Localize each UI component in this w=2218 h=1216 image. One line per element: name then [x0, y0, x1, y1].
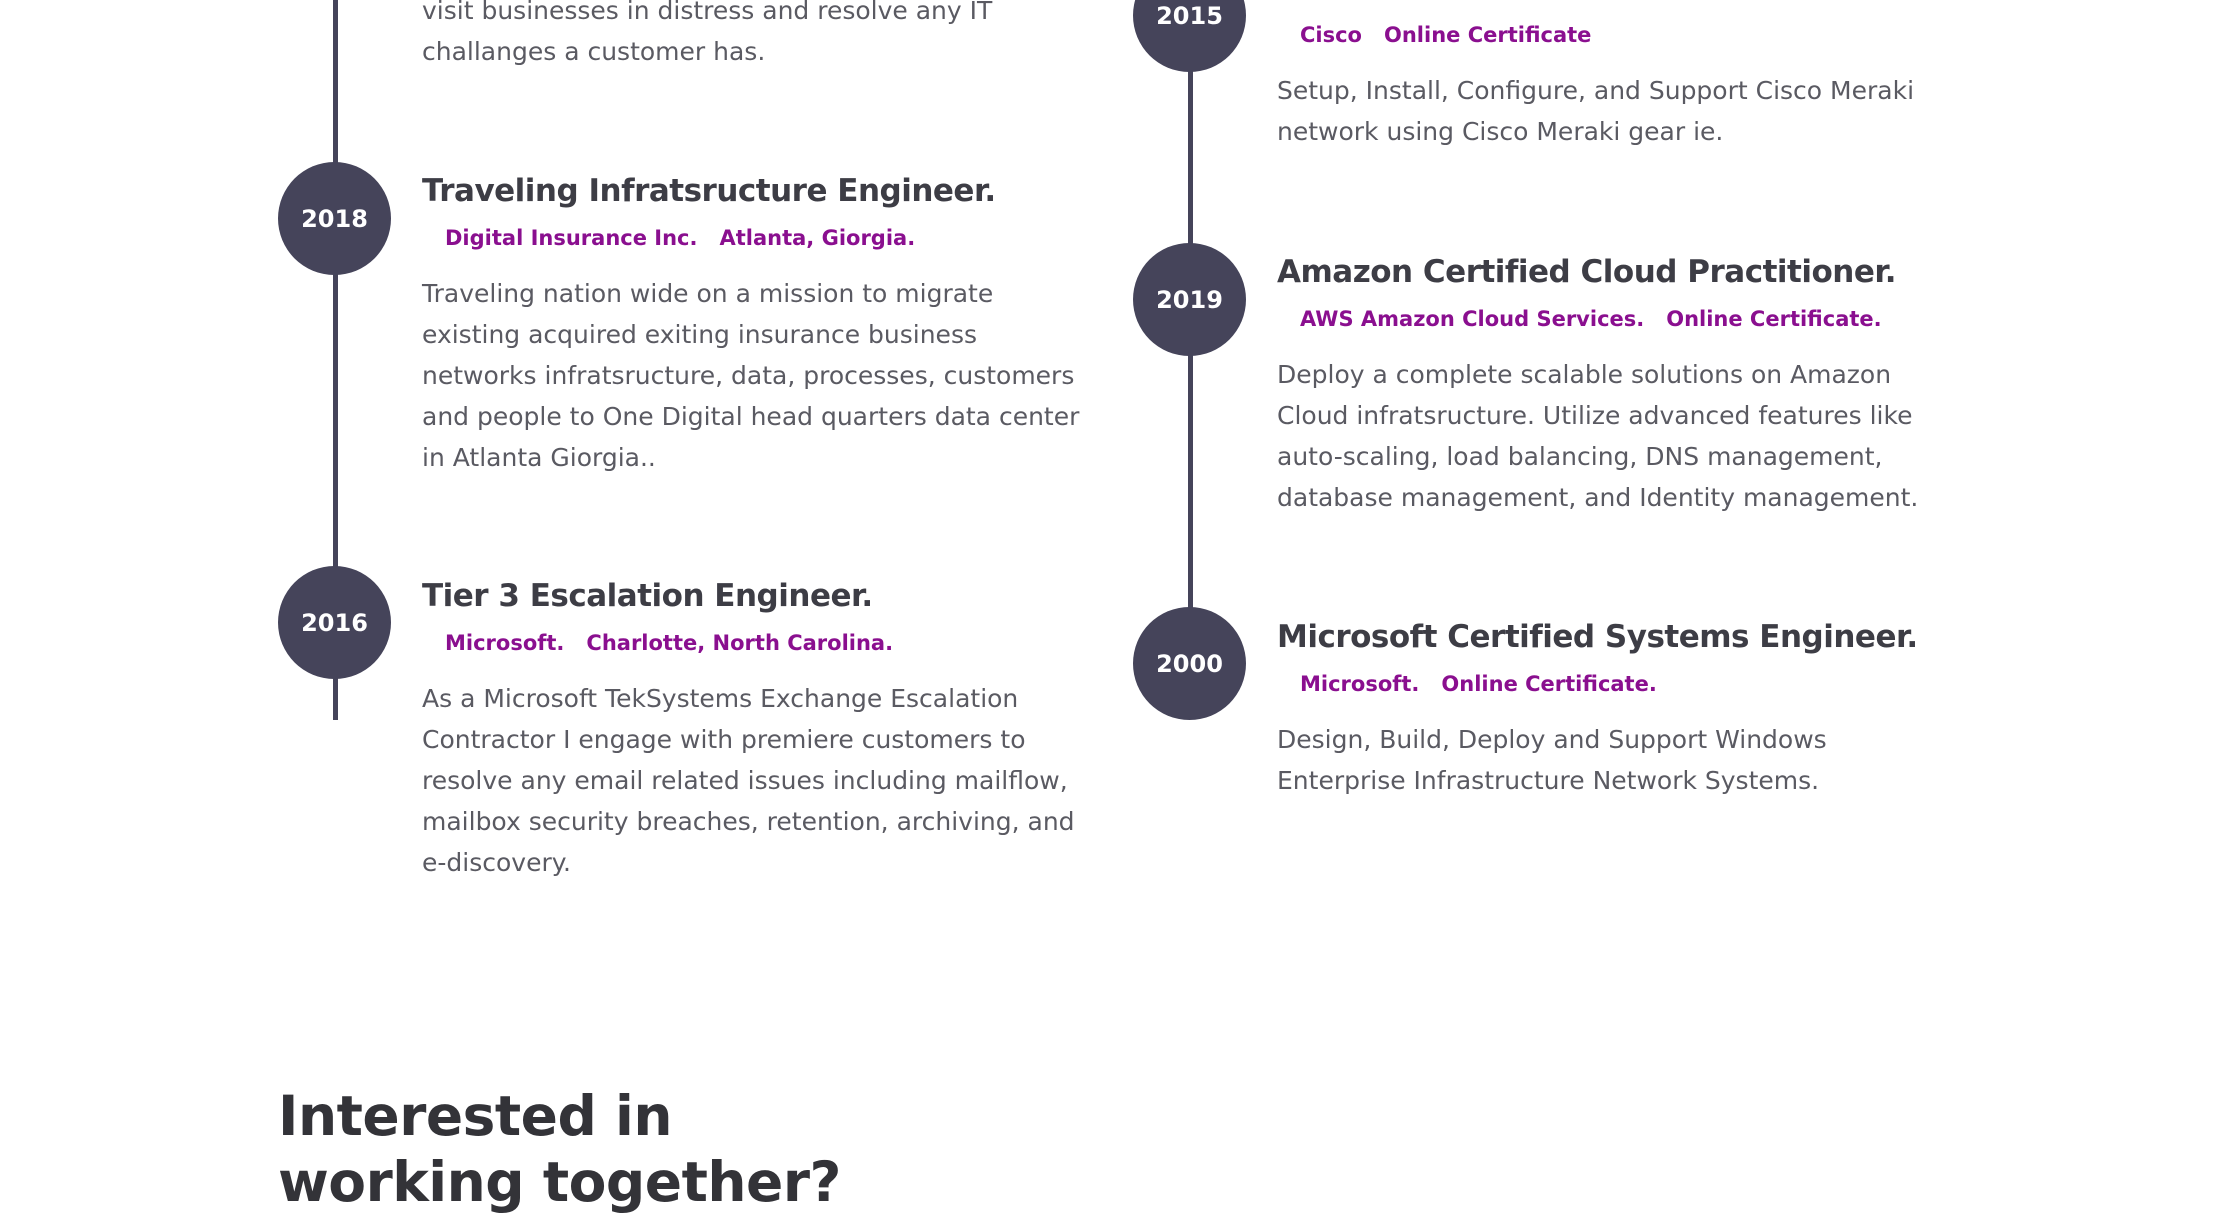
entry-location: Online Certificate. [1441, 672, 1657, 696]
entry-title: Amazon Certified Cloud Practitioner. [1277, 254, 1897, 290]
entry-description: Deploy a complete scalable solutions on … [1277, 360, 1919, 512]
entry-meta: Microsoft. Online Certificate. [1277, 669, 1937, 699]
entry-meta: Cisco Online Certificate [1277, 20, 1937, 50]
entry-title: Traveling Infratsructure Engineer. [422, 173, 996, 209]
entry-company: Cisco [1300, 23, 1362, 47]
entry-description: Traveling nation wide on a mission to mi… [422, 279, 1080, 472]
entry-company: Microsoft. [445, 631, 565, 655]
entry-meta: AWS Amazon Cloud Services. Online Certifi… [1277, 304, 1937, 334]
timeline-line [333, 0, 338, 720]
entry-location: Online Certificate. [1666, 307, 1882, 331]
entry-description: Setup, Install, Configure, and Support C… [1277, 76, 1915, 146]
entry-location: Atlanta, Giorgia. [719, 226, 916, 250]
cta-heading: Interested in working together? [278, 1083, 841, 1215]
timeline-entry: Tier 3 Escalation Engineer. Microsoft. Ch… [422, 574, 1082, 883]
entry-company: Digital Insurance Inc. [445, 226, 698, 250]
entry-description: Design, Build, Deploy and Support Window… [1277, 725, 1827, 795]
entry-location: Charlotte, North Carolina. [586, 631, 894, 655]
timeline-entry: Amazon Certified Cloud Practitioner. AWS… [1277, 250, 1937, 518]
year-badge: 2015 [1133, 0, 1246, 72]
year-badge: 2000 [1133, 607, 1246, 720]
year-badge: 2018 [278, 162, 391, 275]
entry-location: Online Certificate [1384, 23, 1592, 47]
timeline-entry: Cisco Online Certificate Setup, Install, … [1277, 0, 1937, 152]
year-badge: 2019 [1133, 243, 1246, 356]
cta-heading-line2: working together? [278, 1150, 841, 1214]
entry-meta: Digital Insurance Inc. Atlanta, Giorgia. [422, 223, 1082, 253]
entry-title: Tier 3 Escalation Engineer. [422, 578, 873, 614]
timeline-entry: Traveling Infratsructure Engineer. Digit… [422, 169, 1082, 478]
entry-description: As a Microsoft TekSystems Exchange Escal… [422, 684, 1075, 877]
timeline-entry: Microsoft Certified Systems Engineer. Mi… [1277, 615, 1937, 801]
year-badge: 2016 [278, 566, 391, 679]
cta-heading-line1: Interested in [278, 1084, 673, 1148]
entry-meta: Microsoft. Charlotte, North Carolina. [422, 628, 1082, 658]
entry-company: AWS Amazon Cloud Services. [1300, 307, 1645, 331]
entry-company: Microsoft. [1300, 672, 1420, 696]
entry-description-partial: visit businesses in distress and resolve… [422, 0, 993, 66]
entry-title: Microsoft Certified Systems Engineer. [1277, 619, 1918, 655]
